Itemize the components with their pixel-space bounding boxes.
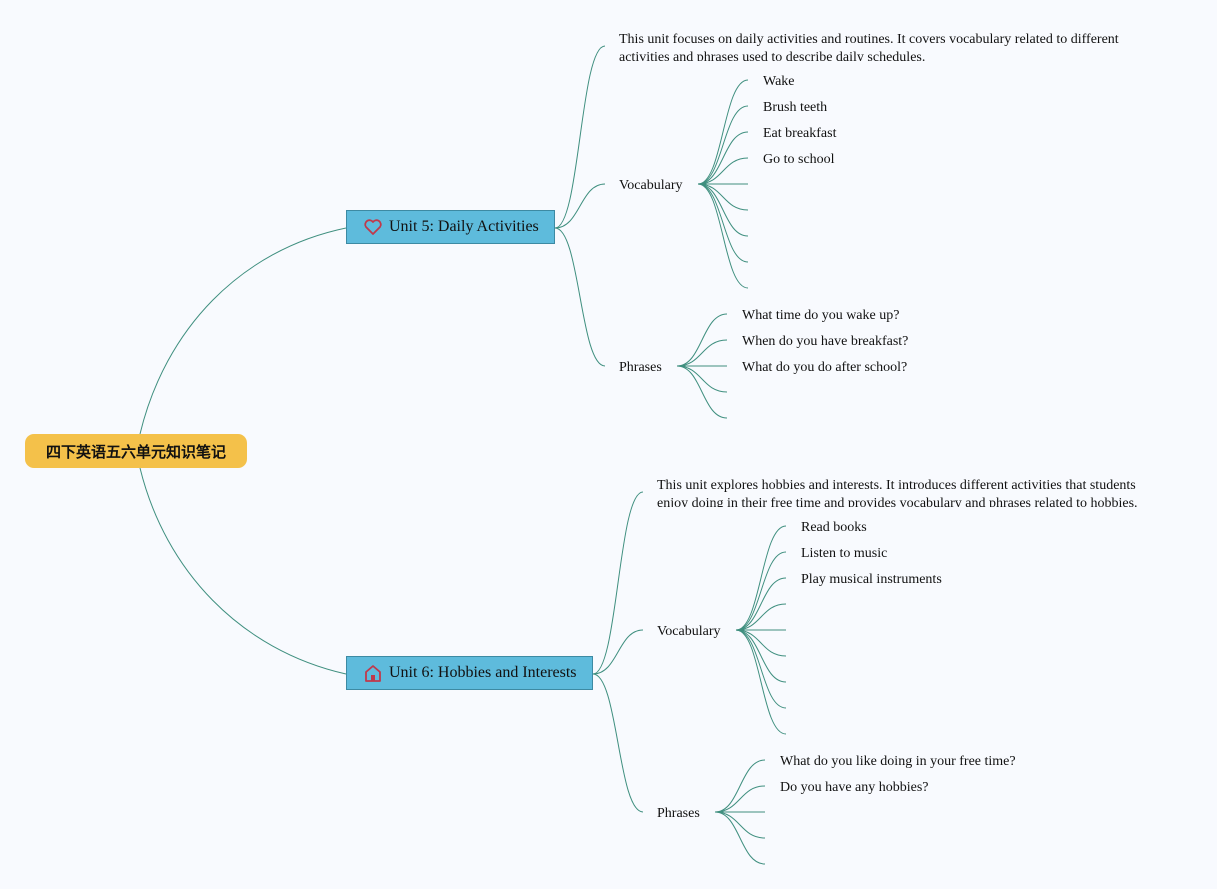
vocab-item[interactable]: Play musical instruments [801,572,942,587]
unit-5-vocabulary-label[interactable]: Vocabulary [619,178,683,193]
unit-6-topic[interactable]: Unit 6: Hobbies and Interests [346,656,593,690]
unit-5-topic[interactable]: Unit 5: Daily Activities [346,210,555,244]
vocabulary-item-connector [735,551,787,631]
vocabulary-item-connector [697,183,749,237]
unit-6-vocabulary-label[interactable]: Vocabulary [657,624,721,639]
root-title: 四下英语五六单元知识笔记 [45,442,226,461]
heart-icon [364,219,382,235]
vocabulary-item-connector [735,629,787,735]
unit-to-phrases-connector [592,673,644,813]
vocab-item[interactable]: Listen to music [801,546,888,561]
vocab-item[interactable]: Wake [763,74,795,89]
unit-to-description-connector [592,491,644,675]
vocabulary-item-connector [697,157,749,185]
phrase-item-connector [676,365,728,393]
vocabulary-item-connector [735,577,787,631]
root-to-unit-connector [139,227,347,435]
vocabulary-item-connector [697,79,749,185]
vocabulary-item-connector [697,131,749,185]
vocab-item[interactable]: Eat breakfast [763,126,837,141]
unit-5-description: This unit focuses on daily activities an… [619,32,1119,61]
phrase-item-connector [714,811,766,865]
phrase-item[interactable]: What do you like doing in your free time… [780,754,1016,769]
phrase-item[interactable]: What do you do after school? [742,360,908,375]
vocabulary-item-connector [697,183,749,263]
vocabulary-item-connector [697,183,749,289]
phrase-item-connector [676,365,728,419]
unit-6-phrases-label[interactable]: Phrases [657,806,700,821]
vocab-item[interactable]: Brush teeth [763,100,828,115]
vocabulary-item-connector [735,525,787,631]
root-topic[interactable]: 四下英语五六单元知识笔记 [25,434,247,468]
vocabulary-item-connector [697,105,749,185]
unit-5-phrases-label[interactable]: Phrases [619,360,662,375]
unit-6-title: Unit 6: Hobbies and Interests [389,664,577,681]
unit-to-description-connector [554,45,606,229]
vocabulary-item-connector [735,629,787,709]
phrase-item[interactable]: Do you have any hobbies? [780,780,929,795]
root-to-unit-connector [139,467,347,675]
unit-5-title: Unit 5: Daily Activities [389,218,539,235]
phrase-item-connector [714,811,766,839]
vocabulary-item-connector [735,603,787,631]
phrase-item-connector [676,313,728,367]
unit-to-phrases-connector [554,227,606,367]
unit-6-description: This unit explores hobbies and interests… [657,478,1138,507]
home-icon [365,665,381,682]
phrase-item-connector [676,339,728,367]
vocab-item[interactable]: Read books [801,520,867,535]
vocabulary-item-connector [735,629,787,683]
vocab-item[interactable]: Go to school [763,152,835,167]
phrase-item[interactable]: What time do you wake up? [742,308,900,323]
unit-to-vocabulary-connector [554,183,606,229]
phrase-item[interactable]: When do you have breakfast? [742,334,909,349]
phrase-item-connector [714,759,766,813]
unit-to-vocabulary-connector [592,629,644,675]
phrase-item-connector [714,785,766,813]
